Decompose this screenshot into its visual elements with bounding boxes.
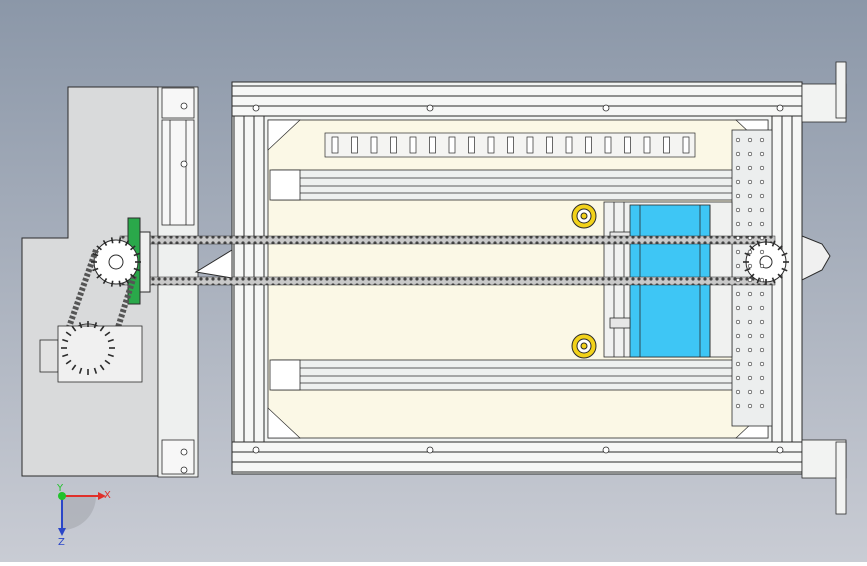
z-arrowhead-icon [58,528,66,536]
drag-chain-link [663,136,670,154]
drag-chain-link [390,136,397,154]
bolt-head-icon [252,446,260,454]
drag-chain-link [429,136,436,154]
sprocket-teeth [61,321,115,375]
plate-holes [735,137,765,409]
frame-bolts [180,102,784,474]
right-end-cap [801,235,831,281]
bolt-head-icon [180,448,188,456]
drag-chain-link [546,136,553,154]
x-arrowhead-icon [98,492,106,500]
bearing-bottom-icon [571,333,597,359]
y-axis-label: Y [56,483,64,494]
drag-chain-link [585,136,592,154]
drag-chain-link [507,136,514,154]
drag-chain-link [331,136,339,154]
right-mount-bracket-top [801,61,847,123]
gear-motor [39,325,143,383]
drag-chain-link [643,136,651,154]
drag-chain-link [604,136,612,154]
bolt-head-icon [602,446,610,454]
chain-guide-wedge [194,249,233,279]
bolt-head-icon [426,446,434,454]
drag-chain-link [351,136,358,154]
drag-chain-link [468,136,475,154]
y-axis-icon [58,492,66,500]
bolt-head-icon [776,104,784,112]
lower-cross-rail [271,359,769,391]
drag-chain-link [565,136,573,154]
bolt-head-icon [252,104,260,112]
drag-chain-link [448,136,456,154]
coordinate-triad: X Y Z [56,483,111,548]
bolt-head-icon [180,466,188,474]
bolt-head-icon [180,102,188,110]
cable-drag-chain [324,132,696,158]
upper-cross-rail [271,169,769,201]
bolt-head-icon [776,446,784,454]
drive-chain-lower [119,276,776,286]
right-mount-bracket-bottom [801,439,847,515]
bolt-head-icon [602,104,610,112]
drag-chain-link [487,136,495,154]
drag-chain-link [526,136,534,154]
side-drive-chain [65,249,137,367]
sprocket-teeth [91,237,141,287]
bearing-top-icon [571,203,597,229]
drag-chain-link [624,136,631,154]
triad-shadow [62,496,96,530]
drag-chain-link [370,136,378,154]
left-profile-column [157,86,199,478]
bolt-head-icon [180,160,188,168]
drag-chain-link [409,136,417,154]
sprocket-teeth [743,239,789,285]
bolt-head-icon [426,104,434,112]
z-axis-label: Z [58,537,65,548]
x-axis-label: X [104,490,111,501]
drive-chain-upper [119,235,776,245]
drag-chain-link [682,136,690,154]
